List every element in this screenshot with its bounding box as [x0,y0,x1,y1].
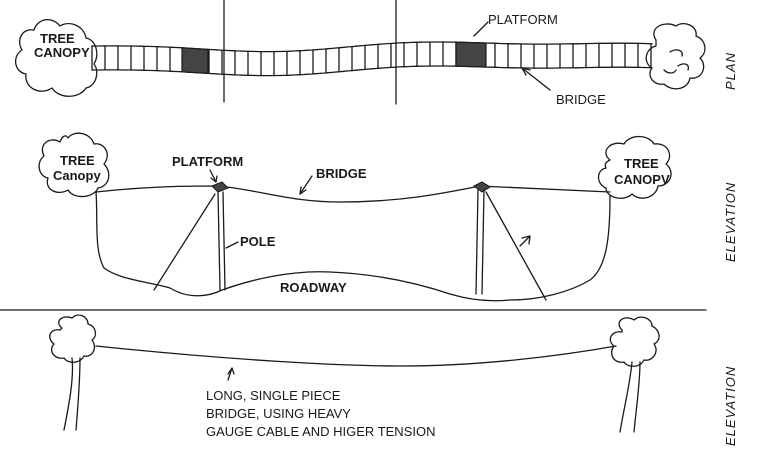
elevation-bottom-cable-bridge [95,345,617,367]
elevation-right-canopy-label-2: CANOPV [614,172,670,187]
elevation-platform-left [211,181,229,193]
elevation-platform-right [473,181,491,193]
elevation-bottom-tree-left-canopy [49,314,97,363]
elevation-right-canopy-label-1: TREE [624,156,659,171]
elevation-bottom-note-leader [227,367,235,381]
elevation-bridge-deck [95,185,611,203]
elevation-left-canopy-label-1: TREE [60,153,95,168]
elevation-platform-leader-arrow [210,175,218,183]
elevation-bottom-view: LONG, SINGLE PIECE BRIDGE, USING HEAVY G… [49,314,738,446]
elevation-top-view: TREE Canopy TREE CANOPV PLATFORM BRIDGE … [38,132,738,302]
elevation-pole-left-a [217,191,221,291]
plan-tree-canopy-scribble [663,49,690,74]
elevation-left-canopy-label-2: Canopy [53,168,101,183]
plan-tree-canopy-left [15,19,98,97]
elevation-pointer-arrow [519,235,531,247]
elevation-roadway-label: ROADWAY [280,280,347,295]
elevation-bottom-view-label: ELEVATION [723,366,738,446]
plan-bridge-leader [521,67,551,91]
elevation-pole-right-a [475,189,479,295]
elevation-top-view-label: ELEVATION [723,182,738,262]
elevation-tree-canopy-right [597,135,672,199]
elevation-pole-leader [225,241,239,249]
plan-platform-left [181,47,209,75]
elevation-tree-canopy-left [38,132,110,198]
elevation-bridge-leader [299,175,313,195]
elevation-platform-label: PLATFORM [172,154,243,169]
plan-tree-canopy-label-1: TREE [40,31,75,46]
elevation-bridge-label: BRIDGE [316,166,367,181]
plan-platform-leader [473,21,489,37]
plan-tree-canopy-right [645,22,706,90]
elevation-bottom-note-line-3: GAUGE CABLE AND HIGER TENSION [206,424,435,439]
plan-tree-canopy-label-2: CANOPY [34,45,90,60]
elevation-ground-outline [95,191,611,302]
plan-bridge-leader-arrow [521,67,531,76]
plan-view: TREE CANOPY PLATFORM BRIDGE PLAN [15,0,738,107]
elevation-guy-cable-right [485,191,547,301]
plan-bridge-deck [91,41,653,77]
plan-platform-right [455,41,487,68]
elevation-bridge-leader-arrow [299,186,307,195]
elevation-platform-leader [209,169,217,183]
plan-bridge-rail-bottom [91,65,653,77]
elevation-pole-left-b [222,191,226,291]
elevation-pole-label: POLE [240,234,276,249]
plan-platform-label: PLATFORM [488,12,558,27]
plan-view-label: PLAN [723,52,738,90]
elevation-bottom-tree-left-trunk [63,357,81,431]
elevation-pole-right-b [481,189,485,295]
elevation-bottom-note-line-1: LONG, SINGLE PIECE [206,388,341,403]
elevation-guy-cable-left [153,193,216,291]
elevation-bottom-tree-right-canopy [609,316,660,367]
plan-bridge-label: BRIDGE [556,92,606,107]
plan-bridge-rail-top [91,41,653,53]
elevation-bottom-note-line-2: BRIDGE, USING HEAVY [206,406,351,421]
elevation-bottom-tree-right-trunk [619,361,641,433]
